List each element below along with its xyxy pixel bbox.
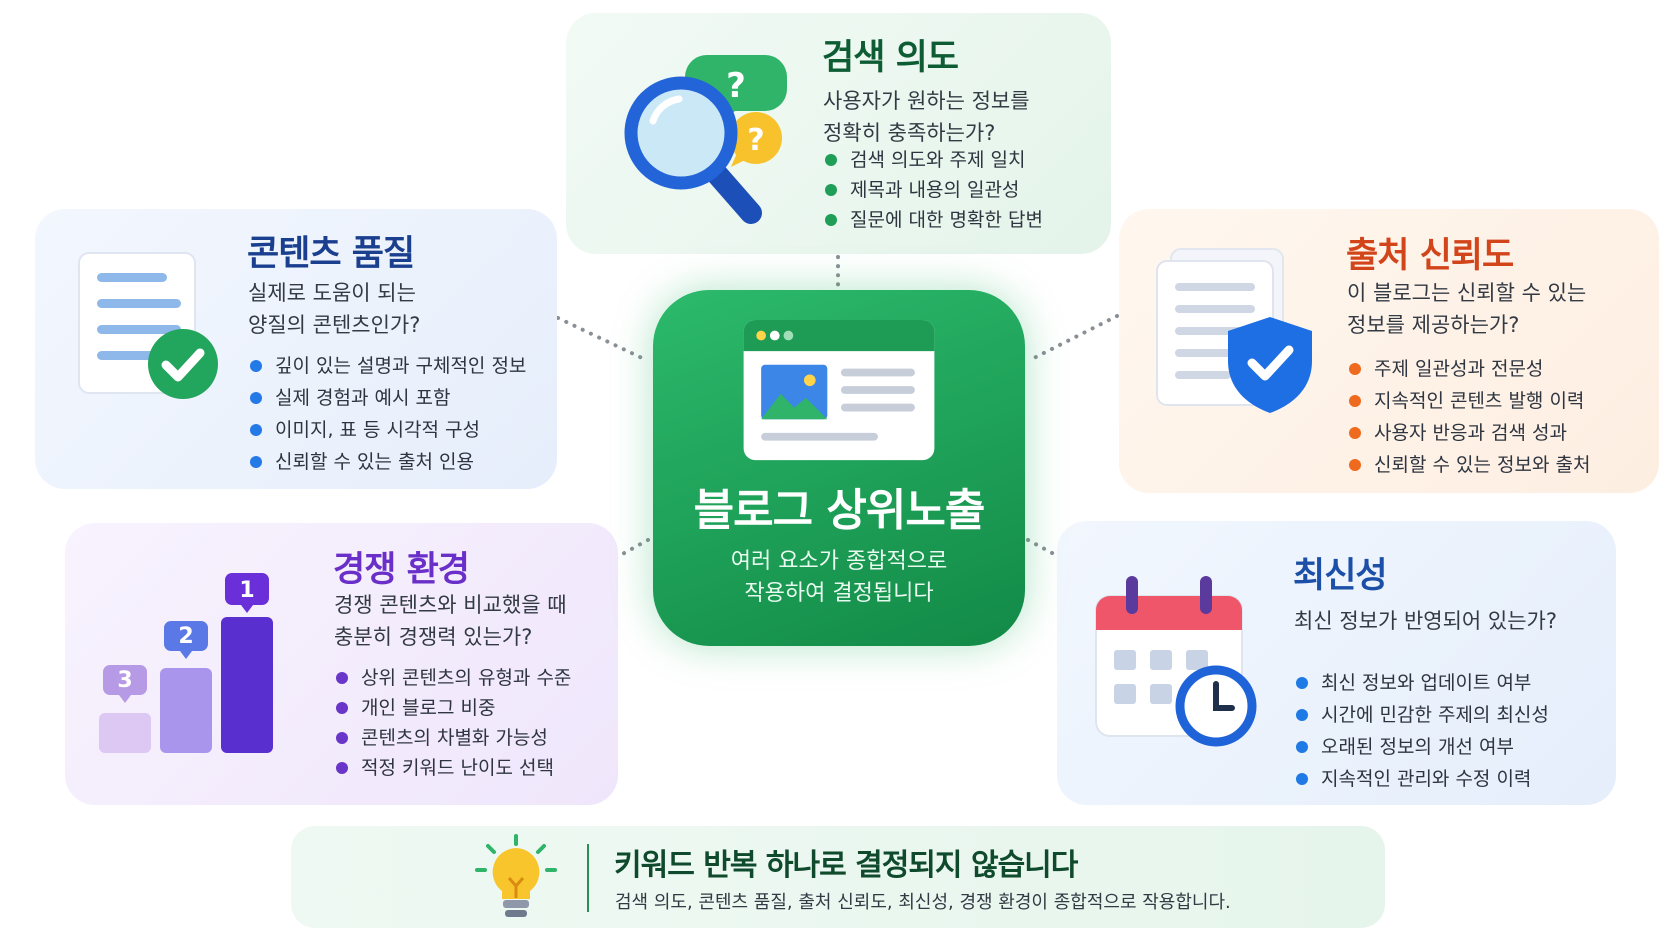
- card-content-quality: 콘텐츠 품질 실제로 도움이 되는 양질의 콘텐츠인가? 깊이 있는 설명과 구…: [35, 209, 557, 489]
- center-hub: 블로그 상위노출 여러 요소가 종합적으로 작용하여 결정됩니다: [653, 290, 1025, 646]
- card-freshness: 최신성 최신 정보가 반영되어 있는가? 최신 정보와 업데이트 여부 시간에 …: [1057, 521, 1616, 805]
- blog-window-icon: [743, 319, 935, 461]
- source-trust-description: 이 블로그는 신뢰할 수 있는 정보를 제공하는가?: [1347, 281, 1587, 337]
- source-trust-title: 출처 신뢰도: [1346, 236, 1514, 276]
- magnifier-question-icon: ? ?: [624, 55, 787, 224]
- list-item: 개인 블로그 비중: [334, 693, 571, 723]
- competition-bullets: 상위 콘텐츠의 유형과 수준 개인 블로그 비중 콘텐츠의 차별화 가능성 적정…: [334, 663, 571, 783]
- rank-2-label: 2: [178, 624, 193, 649]
- card-search-intent: ? ? 검색 의도 사용자가 원하는 정보를 정확히 충족하는가? 검색 의도와…: [566, 13, 1111, 254]
- lightbulb-icon: [475, 834, 557, 917]
- list-item: 질문에 대한 명확한 답변: [823, 205, 1043, 235]
- document-shield-icon: [1156, 248, 1312, 413]
- list-item: 지속적인 관리와 수정 이력: [1294, 763, 1549, 795]
- competition-title: 경쟁 환경: [333, 550, 470, 590]
- card-competition: 3 2 1 경쟁 환경 경쟁 콘텐츠와 비교했을 때 충분히 경쟁력 있는가? …: [65, 523, 618, 805]
- list-item: 신뢰할 수 있는 출처 인용: [248, 446, 526, 478]
- content-quality-description: 실제로 도움이 되는 양질의 콘텐츠인가?: [248, 281, 421, 337]
- list-item: 주제 일관성과 전문성: [1347, 353, 1590, 385]
- search-intent-bullets: 검색 의도와 주제 일치 제목과 내용의 일관성 질문에 대한 명확한 답변: [823, 145, 1043, 235]
- calendar-clock-icon: [1095, 576, 1257, 747]
- footer-title: 키워드 반복 하나로 결정되지 않습니다: [614, 848, 1078, 883]
- list-item: 이미지, 표 등 시각적 구성: [248, 414, 526, 446]
- competition-description: 경쟁 콘텐츠와 비교했을 때 충분히 경쟁력 있는가?: [334, 593, 567, 649]
- document-check-icon: [78, 252, 218, 399]
- list-item: 오래된 정보의 개선 여부: [1294, 731, 1549, 763]
- svg-text:?: ?: [747, 123, 764, 158]
- content-quality-bullets: 깊이 있는 설명과 구체적인 정보 실제 경험과 예시 포함 이미지, 표 등 …: [248, 350, 526, 478]
- freshness-bullets: 최신 정보와 업데이트 여부 시간에 민감한 주제의 최신성 오래된 정보의 개…: [1294, 667, 1549, 795]
- footer-banner: 키워드 반복 하나로 결정되지 않습니다 검색 의도, 콘텐츠 품질, 출처 신…: [291, 826, 1385, 928]
- list-item: 검색 의도와 주제 일치: [823, 145, 1043, 175]
- search-intent-description: 사용자가 원하는 정보를 정확히 충족하는가?: [823, 89, 1030, 145]
- list-item: 지속적인 콘텐츠 발행 이력: [1347, 385, 1590, 417]
- ranking-bars-icon: 3 2 1: [99, 573, 273, 753]
- source-trust-bullets: 주제 일관성과 전문성 지속적인 콘텐츠 발행 이력 사용자 반응과 검색 성과…: [1347, 353, 1590, 481]
- connector-source-trust: [1030, 314, 1119, 361]
- list-item: 최신 정보와 업데이트 여부: [1294, 667, 1549, 699]
- list-item: 시간에 민감한 주제의 최신성: [1294, 699, 1549, 731]
- rank-3-label: 3: [117, 668, 132, 693]
- connector-content-quality: [556, 316, 644, 360]
- center-title: 블로그 상위노출: [693, 485, 986, 536]
- card-source-trust: 출처 신뢰도 이 블로그는 신뢰할 수 있는 정보를 제공하는가? 주제 일관성…: [1119, 209, 1659, 493]
- center-subtitle: 여러 요소가 종합적으로 작용하여 결정됩니다: [730, 549, 948, 606]
- list-item: 상위 콘텐츠의 유형과 수준: [334, 663, 571, 693]
- freshness-title: 최신성: [1293, 556, 1388, 596]
- list-item: 실제 경험과 예시 포함: [248, 382, 526, 414]
- list-item: 사용자 반응과 검색 성과: [1347, 417, 1590, 449]
- search-intent-title: 검색 의도: [822, 38, 959, 78]
- content-quality-title: 콘텐츠 품질: [247, 234, 415, 274]
- list-item: 적정 키워드 난이도 선택: [334, 753, 571, 783]
- freshness-description: 최신 정보가 반영되어 있는가?: [1294, 609, 1558, 633]
- list-item: 신뢰할 수 있는 정보와 출처: [1347, 449, 1590, 481]
- footer-divider: [587, 844, 589, 912]
- svg-text:?: ?: [726, 66, 746, 106]
- list-item: 깊이 있는 설명과 구체적인 정보: [248, 350, 526, 382]
- rank-1-label: 1: [239, 578, 254, 603]
- list-item: 제목과 내용의 일관성: [823, 175, 1043, 205]
- footer-subtitle: 검색 의도, 콘텐츠 품질, 출처 신뢰도, 최신성, 경쟁 환경이 종합적으로…: [615, 892, 1231, 913]
- list-item: 콘텐츠의 차별화 가능성: [334, 723, 571, 753]
